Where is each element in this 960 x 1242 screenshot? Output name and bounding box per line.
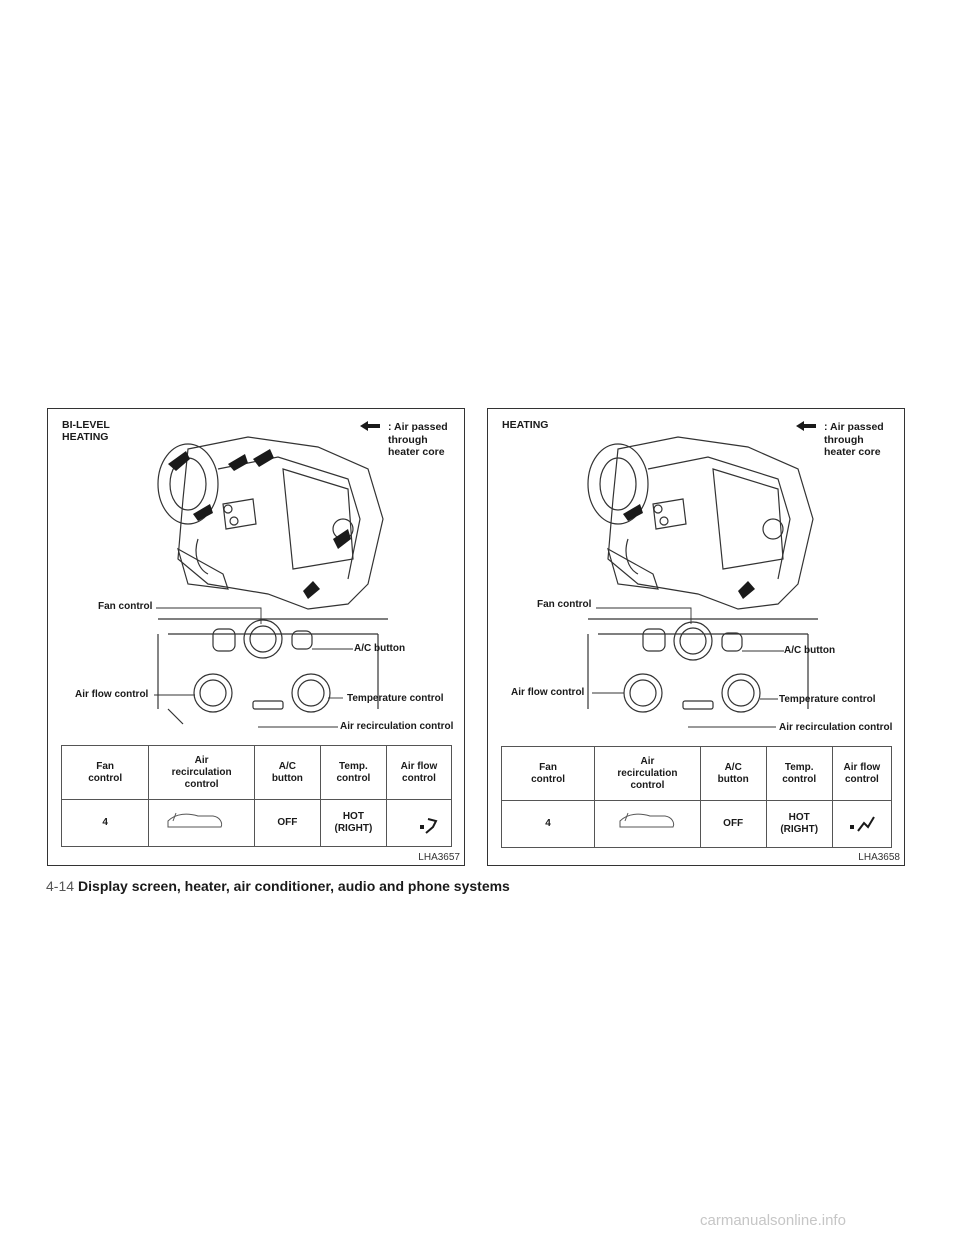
page-number: 4-14 [46,878,75,894]
cell-airflow [831,800,893,848]
callout-air-flow-control: Air flow control [511,687,585,698]
legend-text: : Air passed through heater core [388,421,448,458]
callout-ac-button: A/C button [354,643,406,654]
dashboard-illustration [587,436,875,832]
callout-temperature-control: Temperature control [347,693,444,704]
figure-title: HEATING [502,419,549,431]
cell-ac: OFF [253,799,321,847]
cell-recirc [594,800,701,848]
header-air-recirculation: Air recirculation control [148,745,255,800]
figure-code: LHA3657 [418,852,460,863]
header-temp-control: Temp. control [765,746,833,801]
heater-arrow-icon [360,421,380,431]
table-header-row: Fan control Air recirculation control A/… [60,745,453,800]
header-air-flow-control: Air flow control [831,746,893,801]
figure-heating: HEATING : Air passed through heater core… [487,408,905,866]
heater-arrow-icon [796,421,816,431]
header-temp-control: Temp. control [319,745,387,800]
legend: : Air passed through heater core [796,421,884,459]
cell-fan-level: 4 [60,799,150,847]
cell-fan-level: 4 [500,800,596,848]
callout-air-recirculation-control: Air recirculation control [340,721,454,732]
cell-recirc [148,799,255,847]
dashboard-illustration [154,436,438,834]
legend-text: : Air passed through heater core [824,421,884,458]
cell-airflow [385,799,453,847]
cell-temp: HOT (RIGHT) [319,799,387,847]
header-fan-control: Fan control [60,745,150,800]
table-row: 4 OFF HOT (RIGHT) [60,799,453,847]
watermark: carmanualsonline.info [700,1212,846,1229]
figure-bi-level-heating: BI-LEVEL HEATING : Air passed through he… [47,408,465,866]
figure-title: BI-LEVEL HEATING [62,419,110,443]
header-air-flow-control: Air flow control [385,745,453,800]
callout-ac-button: A/C button [784,645,836,656]
settings-table: Fan control Air recirculation control A/… [60,745,453,847]
header-fan-control: Fan control [500,746,596,801]
callout-fan-control: Fan control [98,601,153,612]
header-air-recirculation: Air recirculation control [594,746,701,801]
callout-air-flow-control: Air flow control [75,689,149,700]
callout-fan-control: Fan control [537,599,592,610]
cell-temp: HOT (RIGHT) [765,800,833,848]
table-header-row: Fan control Air recirculation control A/… [500,746,893,801]
header-ac-button: A/C button [699,746,767,801]
callout-air-recirculation-control: Air recirculation control [779,722,893,733]
callout-temperature-control: Temperature control [779,694,876,705]
section-title: Display screen, heater, air conditioner,… [78,878,510,894]
figure-code: LHA3658 [858,852,900,863]
header-ac-button: A/C button [253,745,321,800]
table-row: 4 OFF HOT (RIGHT) [500,800,893,848]
cell-ac: OFF [699,800,767,848]
settings-table: Fan control Air recirculation control A/… [500,746,893,848]
legend: : Air passed through heater core [360,421,448,459]
